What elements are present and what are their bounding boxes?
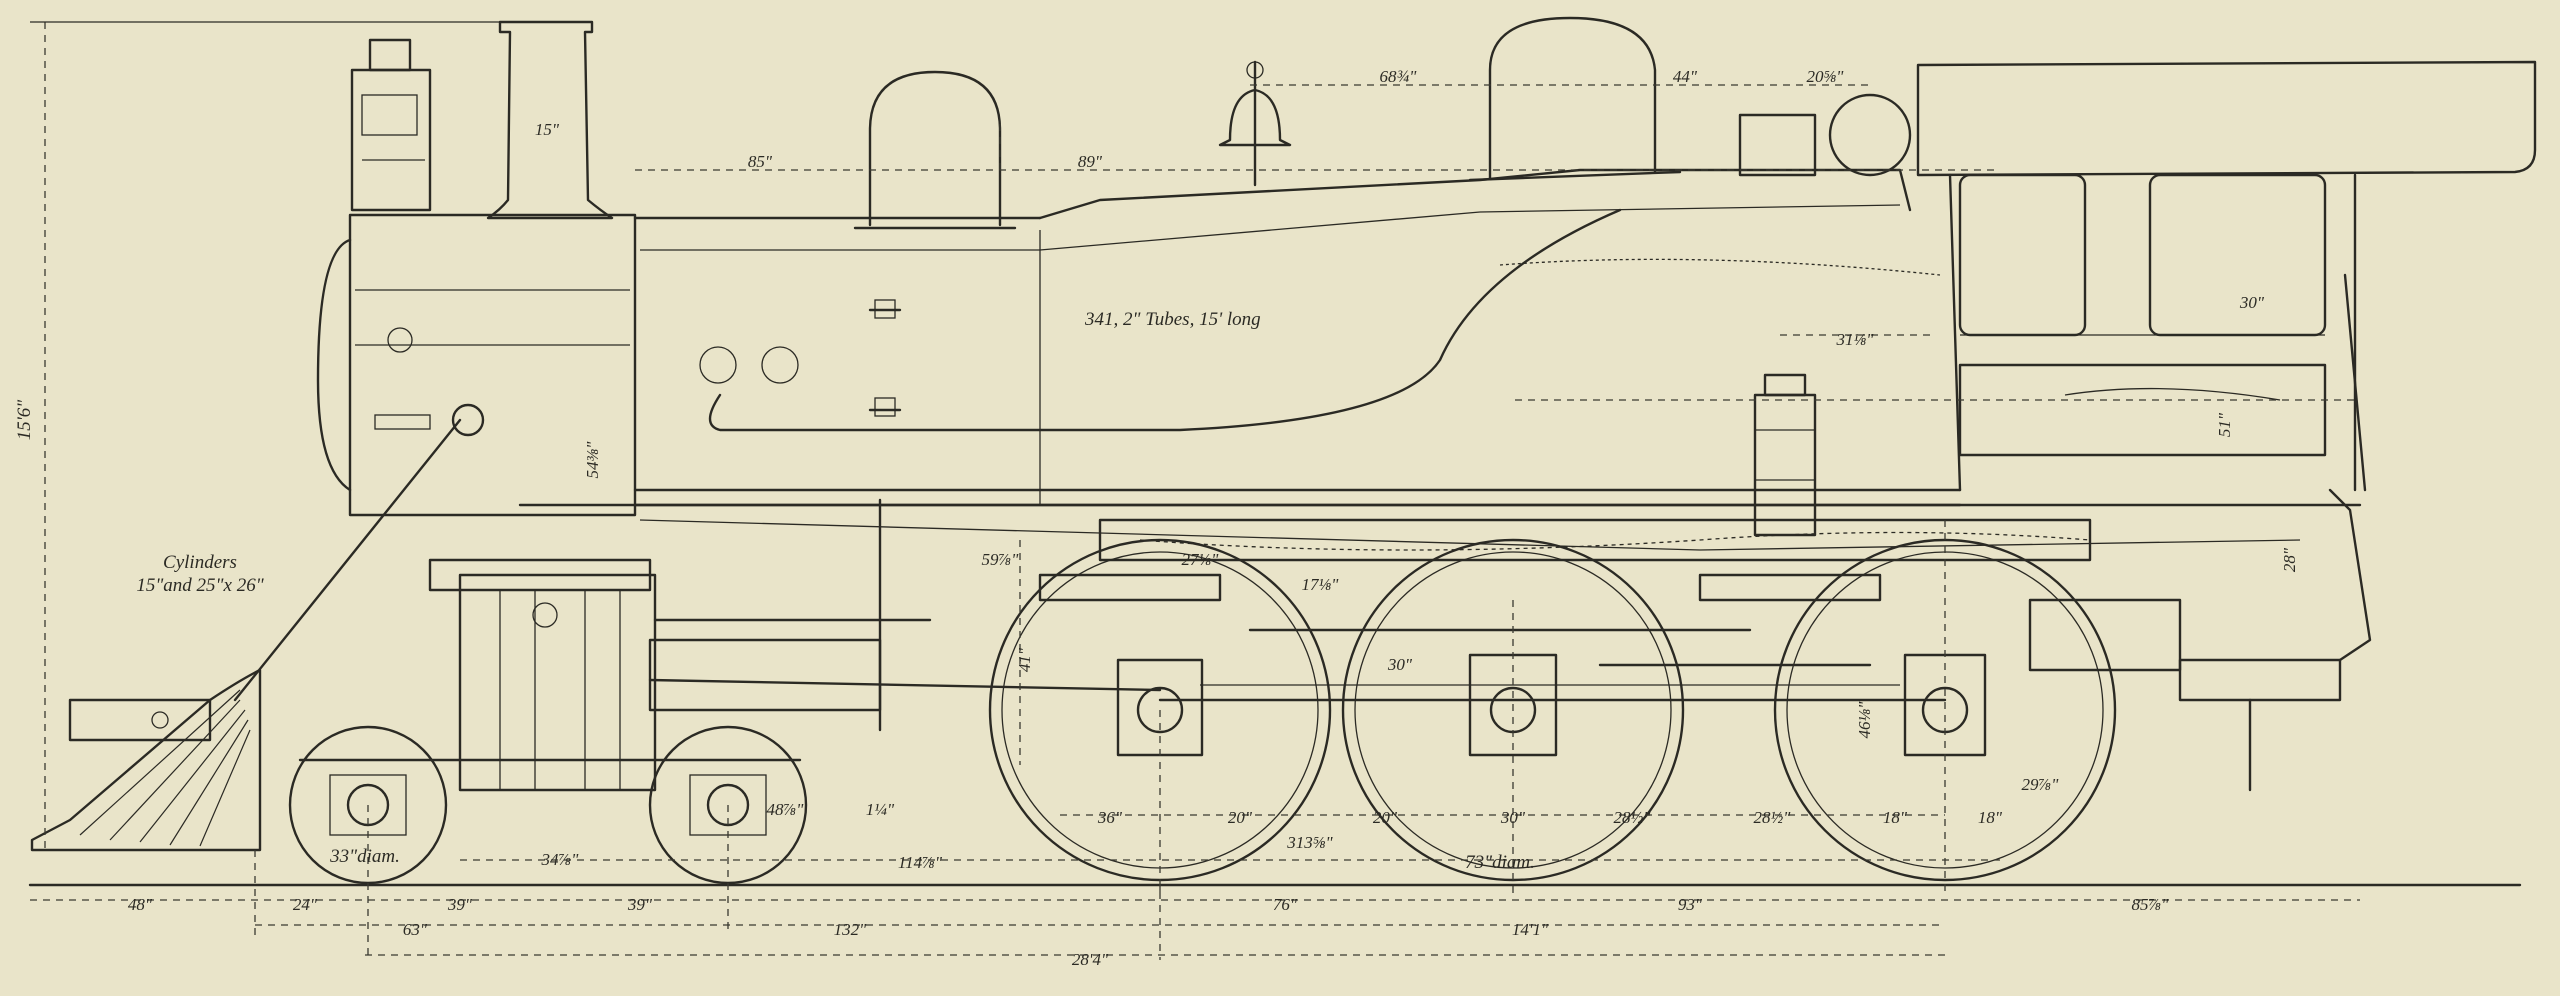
wheel-46-dim: 46⅛" [1855,701,1874,739]
bell [1218,60,1292,187]
driver-diam-label: 73"diam. [1465,852,1535,873]
base-24-dim: 24" [293,895,318,914]
dim-48-small: 48⅞" [767,800,805,819]
safety-valves [1738,93,1912,177]
sand-dome [853,70,1017,230]
base-85-dim: 85⅞" [2132,895,2170,914]
dim-313: 313⅝" [1286,833,1333,852]
wheel-30b-dim: 30" [1500,808,1526,827]
base-39a-dim: 39" [447,895,473,914]
base-14-dim: 14'1" [1512,920,1549,939]
dim-27: 27⅛" [1182,550,1220,569]
top-68-dim: 68¾" [1380,67,1418,86]
cab [1916,60,2537,662]
cab-51-dim: 51" [2215,412,2234,437]
cylinders-label-2: 15"and 25"x 26" [136,575,264,596]
pilot [30,403,485,852]
wheel-18b-dim: 18" [1978,808,2003,827]
base-63-dim: 63" [403,920,428,939]
trailing-truck [2028,598,2342,792]
top-85-dim: 85" [748,152,773,171]
overall-height-dim: 15'6" [14,399,35,441]
top-89-dim: 89" [1078,152,1103,171]
wheel-28b-dim: 28½" [1754,808,1792,827]
top-20-dim: 20⅝" [1807,67,1845,86]
dim-31: 31⅛" [1836,330,1875,349]
base-28-dim: 28'4" [1072,950,1109,969]
dim-1q: 1¼" [866,800,895,819]
base-39b-dim: 39" [627,895,653,914]
dim-34: 34⅞" [541,850,580,869]
labels: 341, 2" Tubes, 15' long Cylinders 15"and… [14,67,2299,969]
air-pump [1753,373,1817,537]
cab-28-dim: 28" [2280,547,2299,572]
dim-114: 114⅞" [898,853,943,872]
wheel-20b-dim: 20" [1373,808,1398,827]
base-132-dim: 132" [834,920,868,939]
pilot-wheel-diam-label: 33"diam. [329,846,400,867]
dim-54: 54⅜" [583,441,602,479]
smokestack [486,20,614,220]
base-48-dim: 48" [128,895,153,914]
wheel-30-dim: 30" [1387,655,1413,674]
base-76-dim: 76" [1273,895,1298,914]
running-gear [648,498,1947,732]
top-44-dim: 44" [1673,67,1698,86]
stack-dim: 15" [535,120,560,139]
wheel-20a-dim: 20" [1228,808,1253,827]
cylinders-label-1: Cylinders [163,552,237,573]
dimension-lines [30,21,2360,960]
base-93-dim: 93" [1678,895,1703,914]
wheel-36-dim: 36" [1097,808,1123,827]
tubes-label: 341, 2" Tubes, 15' long [1084,309,1261,330]
steam-dome [1468,16,1682,182]
wheel-29-dim: 29⅞" [2022,775,2060,794]
dim-59: 59⅞" [982,550,1020,569]
dim-17: 17⅛" [1302,575,1340,594]
headlight [350,38,432,212]
cab-30-dim: 30" [2239,293,2265,312]
wheel-28a-dim: 28½" [1614,808,1652,827]
dim-41: 41" [1015,647,1034,672]
wheel-18a-dim: 18" [1883,808,1908,827]
